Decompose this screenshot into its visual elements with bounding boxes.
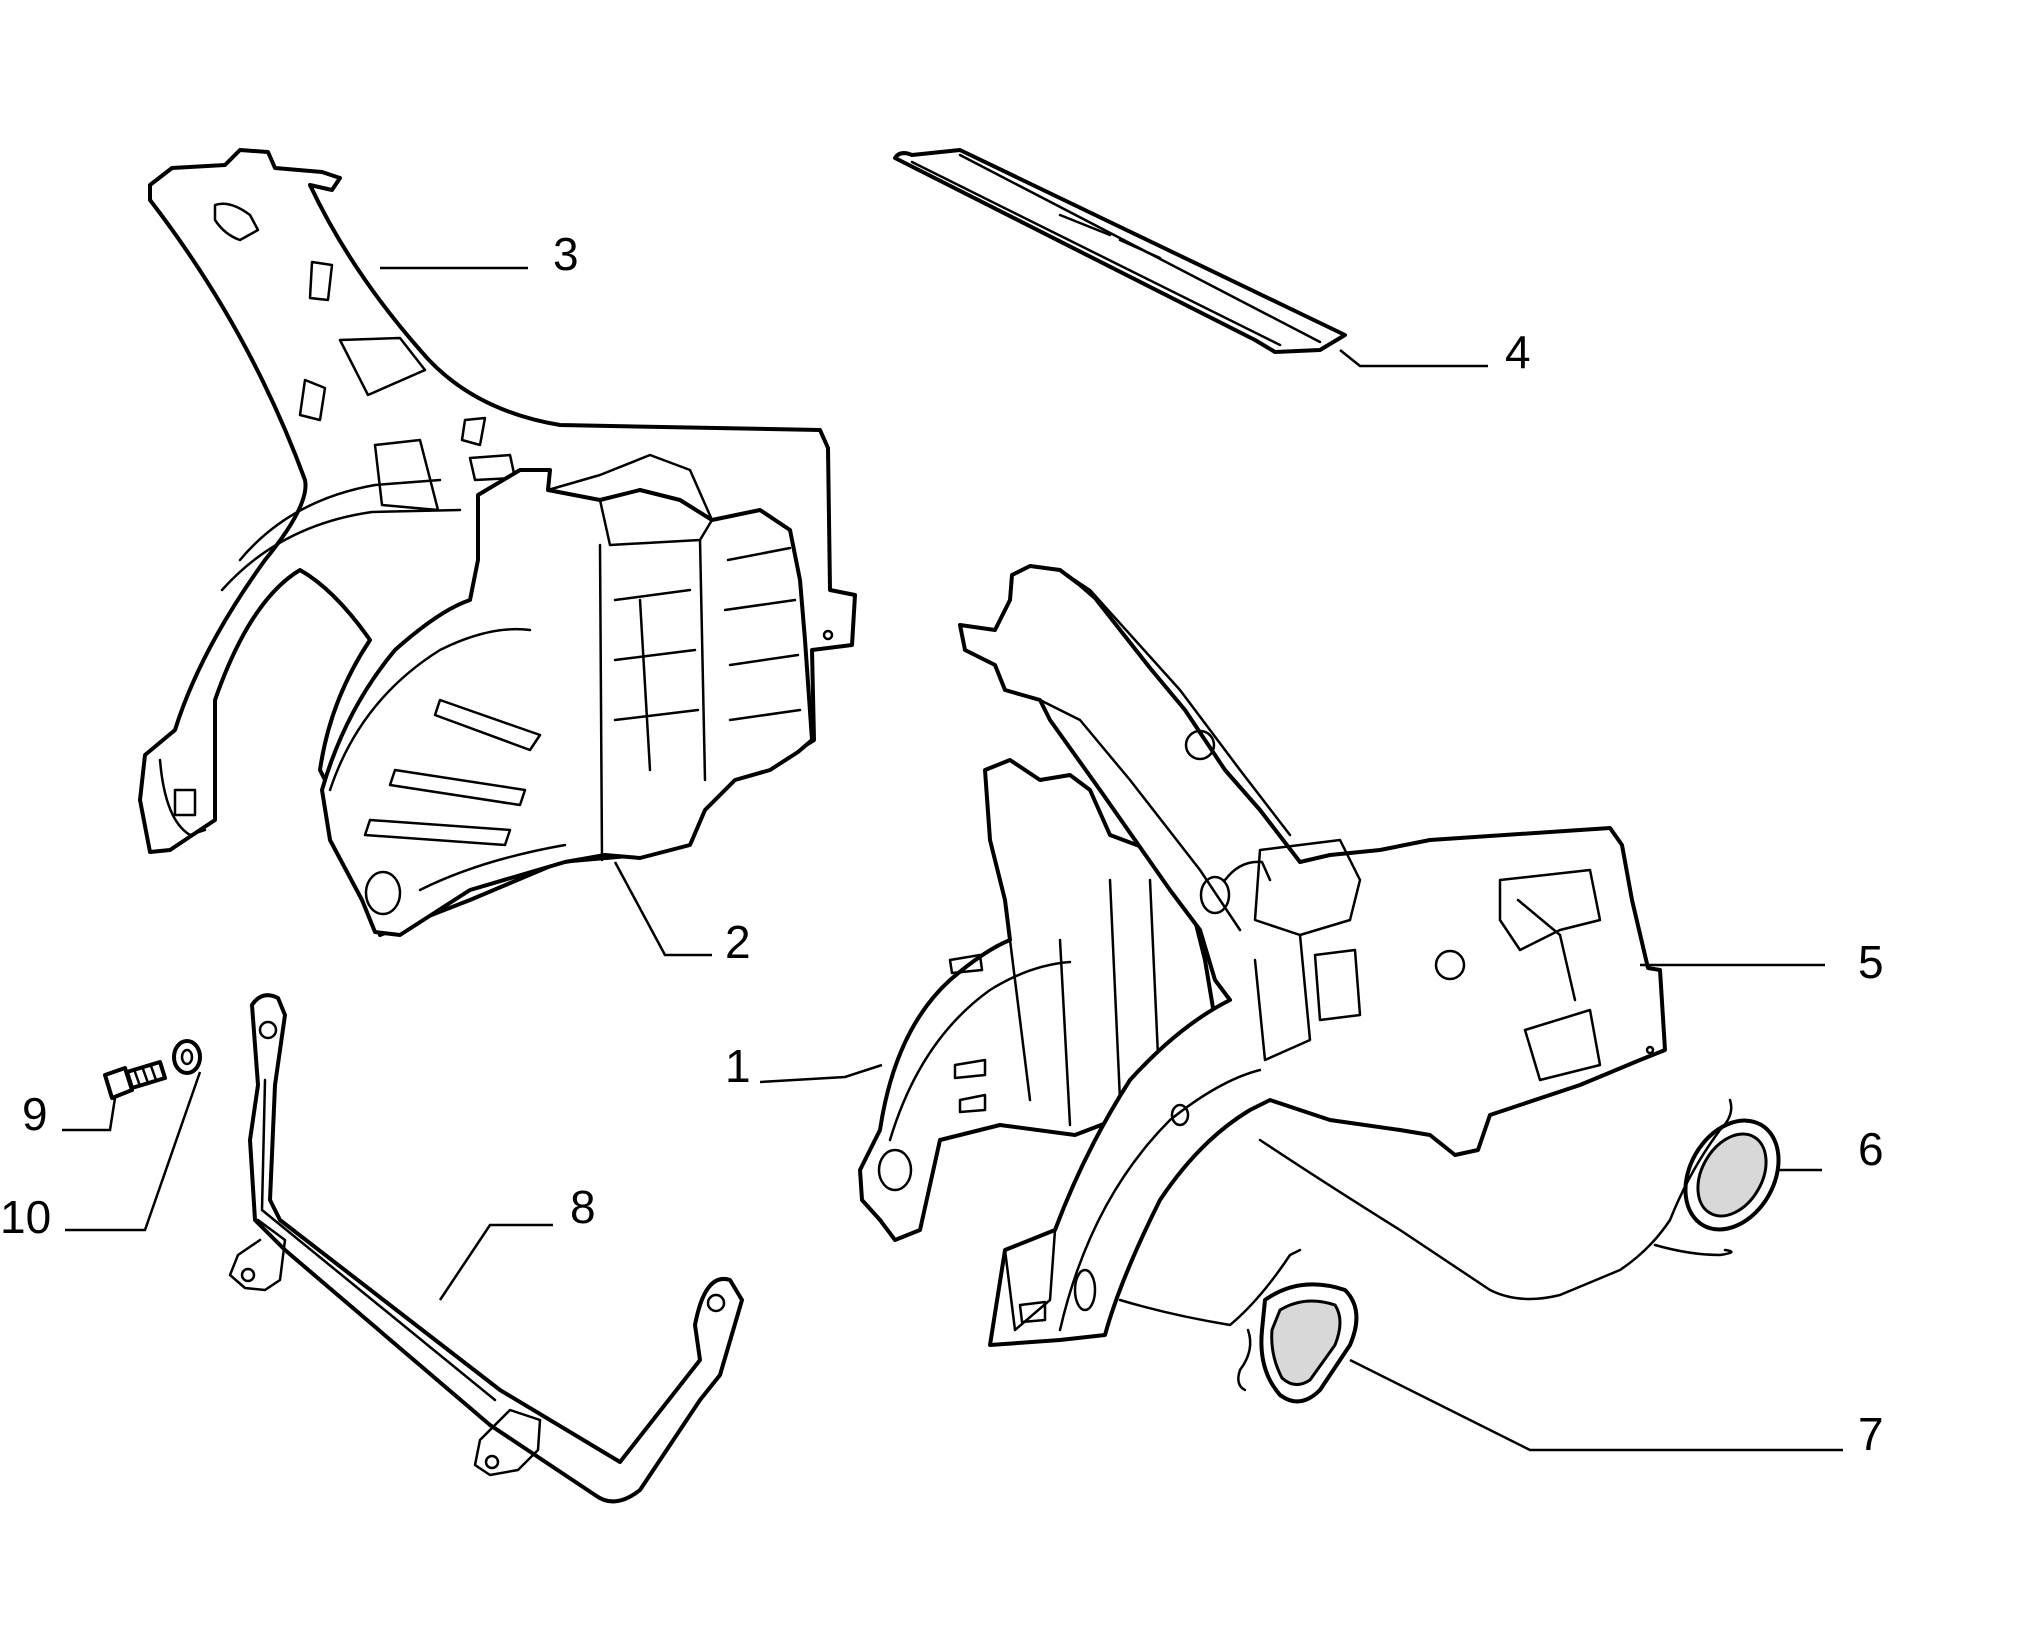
callout-6: 6 — [1858, 1123, 1884, 1175]
part-10-washer[interactable] — [172, 1039, 202, 1075]
leader-9 — [62, 1097, 117, 1132]
callout-2: 2 — [725, 916, 751, 968]
part-6-oval-grommet[interactable] — [1667, 1104, 1798, 1246]
callout-8: 8 — [570, 1181, 596, 1233]
part-9-bolt[interactable] — [103, 1060, 167, 1100]
part-7-tear-grommet[interactable] — [1259, 1282, 1359, 1404]
callout-4: 4 — [1505, 326, 1531, 378]
leader-lines — [62, 266, 1843, 1452]
callout-3: 3 — [553, 228, 579, 280]
part-2-inner-wheel-housing[interactable] — [320, 453, 814, 937]
callout-1: 1 — [725, 1040, 751, 1092]
callout-labels: 1 2 3 4 5 6 7 8 9 10 — [0, 228, 1884, 1460]
part-4-roof-crossmember[interactable] — [893, 148, 1347, 354]
callout-9: 9 — [22, 1088, 48, 1140]
callout-7: 7 — [1858, 1408, 1884, 1460]
panel-outline-contour — [1118, 1098, 1733, 1392]
part-5-right-pillar-panel[interactable] — [958, 564, 1667, 1347]
leader-1 — [759, 1063, 883, 1084]
leader-10 — [65, 1071, 202, 1232]
part-8-support-bar[interactable] — [228, 993, 744, 1504]
callout-5: 5 — [1858, 936, 1884, 988]
leader-7 — [1349, 1358, 1843, 1452]
leader-4 — [1339, 349, 1488, 368]
leader-8 — [438, 1223, 553, 1301]
callout-10: 10 — [0, 1191, 51, 1243]
leader-2 — [613, 861, 712, 957]
